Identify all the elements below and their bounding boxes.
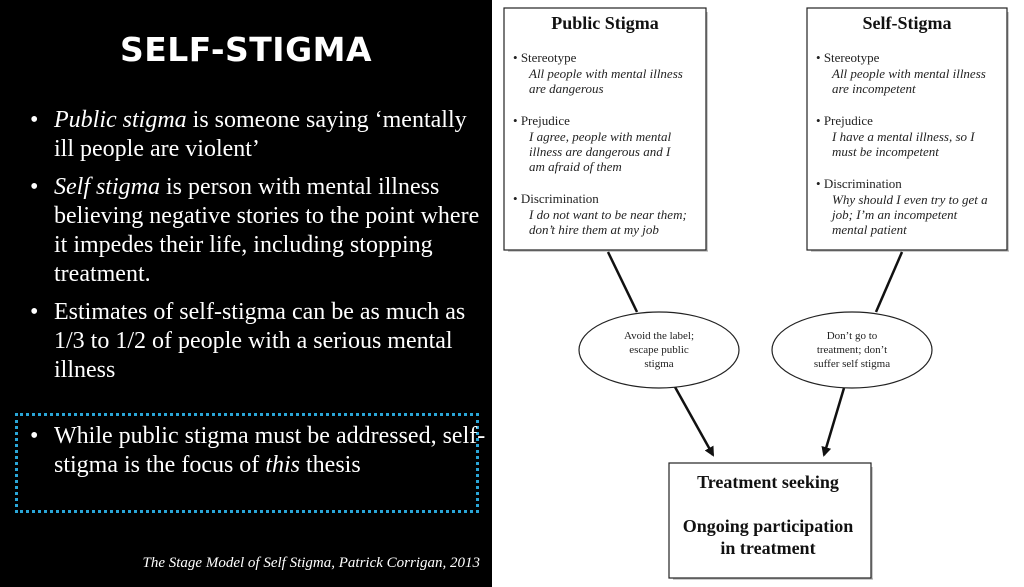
public-stereotype-line: are dangerous — [529, 81, 604, 96]
in-treatment-label: in treatment — [720, 538, 815, 558]
diagram-svg: Public Stigma • Stereotype All people wi… — [503, 7, 1009, 580]
avoid-label-oval-line: Avoid the label; — [624, 330, 694, 342]
avoid-label-oval-line: stigma — [644, 358, 673, 370]
bullet-text: is someone saying ‘mentally ill people a… — [54, 107, 467, 162]
avoid-label-oval — [578, 311, 740, 389]
slide-title: SELF-STIGMA — [119, 30, 373, 69]
public-prejudice-line: I agree, people with mental — [528, 129, 672, 144]
public-prejudice-heading: • Prejudice — [513, 113, 570, 128]
stage-model-diagram: Public Stigma • Stereotype All people wi… — [492, 0, 1024, 587]
public-discrimination-heading: • Discrimination — [513, 191, 599, 206]
public-prejudice-line: am afraid of them — [529, 159, 622, 174]
callout-text-post: thesis — [300, 452, 361, 478]
bullet-text: is person with mental illness believing … — [54, 174, 480, 287]
self-prejudice-line: I have a mental illness, so I — [831, 129, 975, 144]
bullet-list: Public stigma is someone saying ‘mentall… — [26, 106, 486, 394]
bullet-public-stigma: Public stigma is someone saying ‘mentall… — [26, 106, 486, 164]
bullet-emphasis: Self stigma — [54, 174, 160, 200]
dont-go-oval-line: Don’t go to — [827, 330, 878, 342]
slide-text-panel: SELF-STIGMA Public stigma is someone say… — [0, 0, 492, 587]
callout-text-pre: While public stigma must be addressed, s… — [54, 423, 486, 478]
self-stereotype-line: All people with mental illness — [831, 66, 986, 81]
bullet-estimates: Estimates of self-stigma can be as much … — [26, 298, 486, 385]
self-stereotype-heading: • Stereotype — [816, 50, 880, 65]
public-discrimination-line: I do not want to be near them; — [528, 207, 687, 222]
self-stigma-box — [806, 7, 1008, 251]
public-discrimination-line: don’t hire them at my job — [529, 222, 659, 237]
self-discrimination-line: Why should I even try to get a — [832, 192, 988, 207]
self-prejudice-line: must be incompetent — [832, 144, 939, 159]
bullet-emphasis: Public stigma — [54, 107, 187, 133]
public-stereotype-line: All people with mental illness — [528, 66, 683, 81]
self-to-oval-line — [874, 251, 904, 313]
self-stigma-title: Self-Stigma — [863, 13, 952, 33]
self-discrimination-line: job; I’m an incompetent — [830, 207, 958, 222]
thesis-focus-bullet: While public stigma must be addressed, s… — [26, 422, 500, 480]
dont-go-oval-line: treatment; don’t — [817, 344, 887, 356]
public-to-outcome-arrow — [673, 386, 715, 457]
citation: The Stage Model of Self Stigma, Patrick … — [142, 555, 480, 571]
treatment-outcome-box — [668, 462, 872, 579]
self-to-outcome-arrow — [821, 387, 846, 457]
self-stereotype-line: are incompetent — [832, 81, 916, 96]
self-discrimination-line: mental patient — [832, 222, 907, 237]
ongoing-participation-label: Ongoing participation — [683, 516, 854, 536]
self-prejudice-heading: • Prejudice — [816, 113, 873, 128]
treatment-seeking-label: Treatment seeking — [697, 472, 839, 492]
avoid-label-oval-line: escape public — [629, 344, 689, 356]
self-discrimination-heading: • Discrimination — [816, 176, 902, 191]
dont-go-oval-line: suffer self stigma — [814, 358, 890, 370]
dont-go-to-treatment-oval — [771, 311, 933, 389]
public-prejudice-line: illness are dangerous and I — [529, 144, 671, 159]
public-stigma-title: Public Stigma — [551, 13, 659, 33]
callout-emphasis: this — [265, 452, 300, 478]
public-stereotype-heading: • Stereotype — [513, 50, 577, 65]
bullet-self-stigma: Self stigma is person with mental illnes… — [26, 173, 486, 289]
public-stigma-box — [503, 7, 707, 251]
bullet-text: Estimates of self-stigma can be as much … — [54, 299, 466, 383]
public-to-oval-line — [606, 251, 639, 313]
